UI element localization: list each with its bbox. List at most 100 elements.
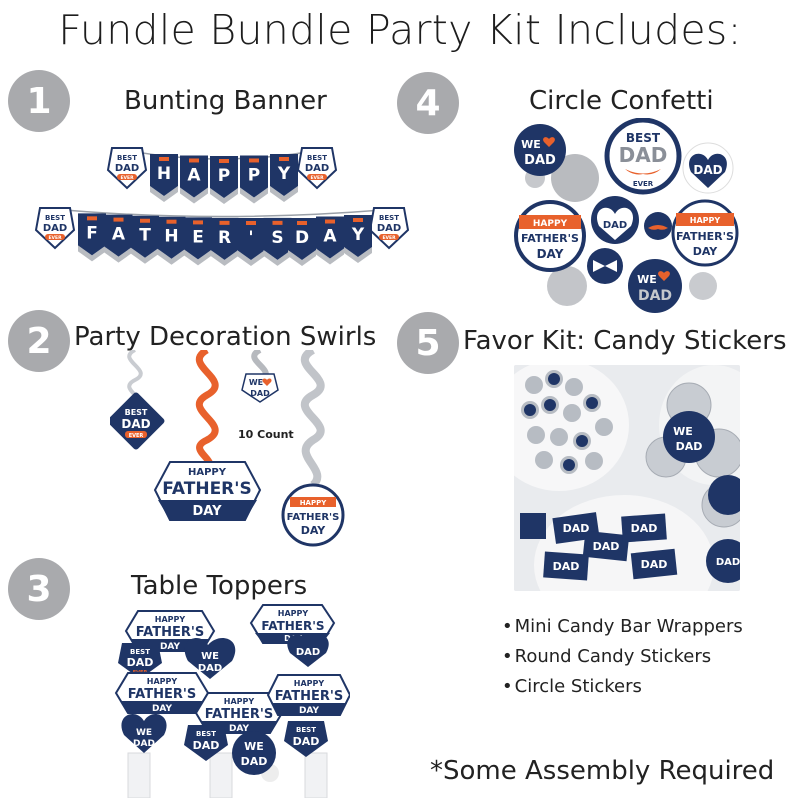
confetti-bow-tie [587,248,623,284]
svg-text:DAD: DAD [296,647,320,658]
table-toppers-illustration: HAPPY FATHER'S DAY HAPPY FATHER'S DAY BE… [114,604,350,798]
svg-text:A: A [323,227,337,247]
topper-we-dad-bottom-left: WE DAD [121,713,167,753]
section-label-circle-confetti: Circle Confetti [529,86,714,116]
section-label-candy-stickers: Favor Kit: Candy Stickers [463,326,787,356]
svg-text:HAPPY: HAPPY [533,219,568,229]
swirl-happy-fathers-day-hexagon: HAPPY FATHER'S DAY [153,461,262,521]
favor-kit-item-list: Mini Candy Bar Wrappers Round Candy Stic… [502,612,743,702]
svg-text:DAD: DAD [563,522,590,535]
svg-text:Y: Y [351,225,365,245]
topper-fathers-day-middle-right: HAPPY FATHER'S DAY [266,674,350,716]
mini-candy-bar-wrappers [520,512,678,581]
svg-text:BEST: BEST [296,726,316,734]
page-title: Fundle Bundle Party Kit Includes: [58,6,742,54]
svg-text:FATHER'S: FATHER'S [261,619,324,633]
banner-end-tag-left-top: BEST DAD EVER [106,147,148,190]
svg-text:DAD: DAD [293,735,320,748]
sticker-we-dad [663,411,715,463]
tag-dad: DAD [305,163,329,174]
section-number-5: 5 [397,312,459,374]
confetti-happy-fathers-day-right: HAPPY FATHER'S DAY [671,199,739,267]
confetti-we-dad-bottom: WE DAD [628,259,682,313]
banner-pennant-row2b-2: Y [344,215,372,263]
confetti-best-dad-heart: DAD [682,142,734,194]
svg-text:FATHER'S: FATHER'S [287,512,340,523]
svg-text:EVER: EVER [633,180,654,188]
svg-text:HAPPY: HAPPY [294,679,325,688]
section-label-table-toppers: Table Toppers [131,571,308,601]
svg-text:DAD: DAD [133,739,155,749]
tag-best: BEST [45,214,65,222]
svg-text:FATHER'S: FATHER'S [521,232,579,245]
svg-text:DAD: DAD [121,417,150,431]
svg-text:F: F [86,223,98,243]
topper-best-dad-left: BEST DAD EVER [118,643,162,679]
svg-text:WE: WE [673,425,693,438]
section-number-1: 1 [8,70,70,132]
svg-text:WE: WE [136,728,152,738]
svg-text:R: R [218,228,231,248]
circle-confetti-illustration: WE DAD BEST DAD EVER DAD HAPPY FATHER'S … [514,118,739,313]
confetti-we-dad-top-left: WE DAD [514,124,566,176]
svg-text:DAD: DAD [716,557,740,568]
topper-we-dad-heart: WE DAD [184,638,236,679]
tag-best: BEST [307,154,327,162]
swirls-count-label: 10 Count [238,428,294,441]
tag-ever: EVER [48,235,62,241]
svg-text:D: D [295,228,309,248]
banner-pennant-row2a-7: S [263,217,292,266]
svg-text:A: A [187,165,201,185]
svg-text:FATHER'S: FATHER'S [205,707,273,722]
svg-text:FATHER'S: FATHER'S [136,625,204,640]
section-number-3: 3 [8,558,70,620]
svg-text:HAPPY: HAPPY [278,609,309,618]
svg-text:HAPPY: HAPPY [690,216,721,225]
banner-pennant-row2a-5: R [210,217,239,266]
banner-pennant-row2a-2: T [131,215,159,264]
topper-dad-far-right: BEST DAD [284,721,328,757]
svg-text:DAD: DAD [593,540,620,553]
svg-text:DAD: DAD [198,663,222,674]
svg-text:DAY: DAY [299,706,320,716]
topper-best-dad-bottom: BEST DAD [184,725,228,761]
topper-fathers-day-middle-left: HAPPY FATHER'S DAY [114,672,210,714]
svg-text:WE: WE [244,740,264,753]
banner-pennant-row2a-4: E [184,217,212,266]
banner-pennant-row2a-0: F [78,213,106,262]
banner-pennant-row2a-6: ' [237,218,265,266]
confetti-we-dad-heart-center: DAD [591,196,639,244]
tag-best: BEST [117,154,137,162]
tag-ever: EVER [382,235,396,241]
svg-text:DAY: DAY [693,245,719,258]
banner-end-tag-right-top: BEST DAD EVER [296,147,338,190]
confetti-happy-fathers-day-left: HAPPY FATHER'S DAY [514,200,586,272]
banner-pennant-row1-2: P [210,156,238,204]
svg-text:DAD: DAD [638,288,672,304]
banner-pennant-row1-1: A [180,155,208,204]
banner-pennant-row2b-0: D [288,218,316,266]
svg-text:DAD: DAD [619,143,668,167]
svg-text:FATHER'S: FATHER'S [676,230,734,243]
svg-text:DAD: DAD [553,560,580,573]
banner-pennant-row2a-3: H [157,216,186,265]
svg-text:DAD: DAD [641,558,668,571]
svg-text:DAD: DAD [603,220,627,231]
svg-text:DAD: DAD [193,739,220,752]
banner-pennant-row2b-1: A [316,216,344,265]
banner-pennant-row1-3: P [240,155,268,204]
svg-text:P: P [218,166,230,186]
banner-end-tag-right-bottom: BEST DAD EVER [368,207,410,250]
svg-text:DAD: DAD [524,153,556,168]
favor-item-circle-stickers: Circle Stickers [502,672,743,702]
svg-text:HAPPY: HAPPY [224,697,255,706]
svg-text:BEST: BEST [196,730,216,738]
svg-text:HAPPY: HAPPY [300,499,328,507]
svg-text:FATHER'S: FATHER'S [128,687,196,702]
svg-text:BEST: BEST [125,408,148,417]
tag-best: BEST [379,214,399,222]
confetti-best-dad-ever: BEST DAD EVER [604,118,682,195]
